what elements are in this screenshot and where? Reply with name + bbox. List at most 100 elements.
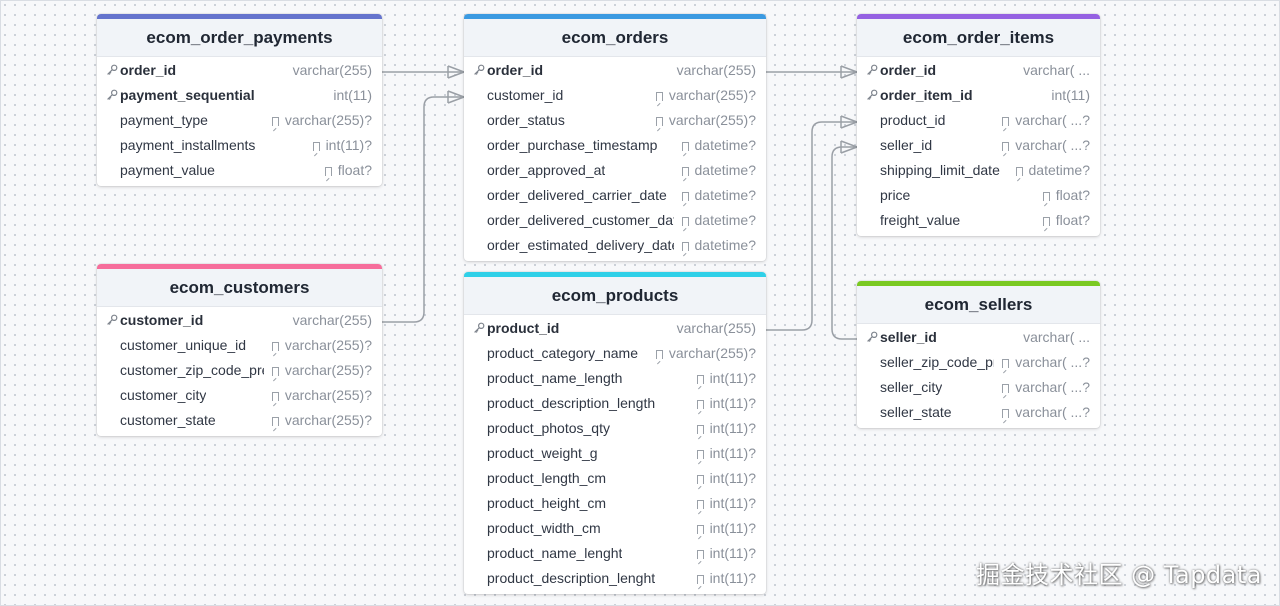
column-type-text: int(11)? [709,470,756,486]
column-name: order_id [120,62,177,78]
column-name: shipping_limit_date [880,162,1000,178]
column-type: varchar(255)? [655,345,756,361]
column-type: varchar( ... [1023,329,1090,345]
column-type: varchar( ...? [1002,379,1090,395]
bookmark-icon [696,375,704,384]
column-type-text: varchar(255)? [284,362,372,378]
column-type-text: datetime? [694,212,756,228]
link-customers-orders [382,96,464,323]
bookmark-icon [1002,409,1010,418]
column-type-text: datetime? [694,187,756,203]
column-name: order_purchase_timestamp [487,137,658,153]
column-row-seller-zip-code-prefix[interactable]: seller_zip_code_prefixvarchar( ...? [857,349,1100,374]
column-name: payment_sequential [120,87,255,103]
table-title[interactable]: ecom_customers [97,269,382,307]
column-type: float? [1042,212,1090,228]
bookmark-icon [681,242,689,251]
column-type-text: float? [337,162,372,178]
bookmark-icon [271,117,279,126]
bookmark-icon [655,350,663,359]
table-title[interactable]: ecom_orders [464,19,766,57]
column-type-text: int(11)? [709,545,756,561]
column-name: order_id [487,62,544,78]
column-type: float? [324,162,372,178]
table-ecom-order-payments[interactable]: ecom_order_payments order_id varchar(255) p… [97,14,382,186]
column-row-order-id[interactable]: order_id varchar(255) [97,57,382,82]
watermark: 掘金技术社区 @ Tapdata [976,561,1262,589]
table-title[interactable]: ecom_order_payments [97,19,382,57]
column-type: varchar(255)? [271,387,372,403]
column-name: product_weight_g [487,445,598,461]
column-type-text: varchar(255)? [668,112,756,128]
table-title[interactable]: ecom_products [464,277,766,315]
column-type: varchar( ...? [1002,354,1090,370]
column-name: order_approved_at [487,162,606,178]
column-type: int(11)? [696,545,756,561]
column-type: varchar(255) [293,62,372,78]
column-name: product_description_lenght [487,570,656,586]
table-color-bar [464,272,766,277]
column-type-text: varchar( ... [1023,62,1090,78]
column-name: customer_id [120,312,204,328]
column-type: datetime? [681,237,756,253]
column-type-text: int(11)? [709,395,756,411]
column-row-customer-zip-code-prefix[interactable]: customer_zip_code_prefixvarchar(255)? [97,357,382,382]
column-type: int(11)? [696,420,756,436]
bookmark-icon [1042,217,1050,226]
column-type: varchar(255)? [655,112,756,128]
bookmark-icon [1002,359,1010,368]
bookmark-icon [681,192,689,201]
bookmark-icon [1042,192,1050,201]
bookmark-icon [271,367,279,376]
column-name: product_width_cm [487,520,601,536]
column-type-text: varchar( ...? [1015,379,1090,395]
table-title[interactable]: ecom_order_items [857,19,1100,57]
table-title[interactable]: ecom_sellers [857,286,1100,324]
column-type: datetime? [681,187,756,203]
bookmark-icon [681,217,689,226]
